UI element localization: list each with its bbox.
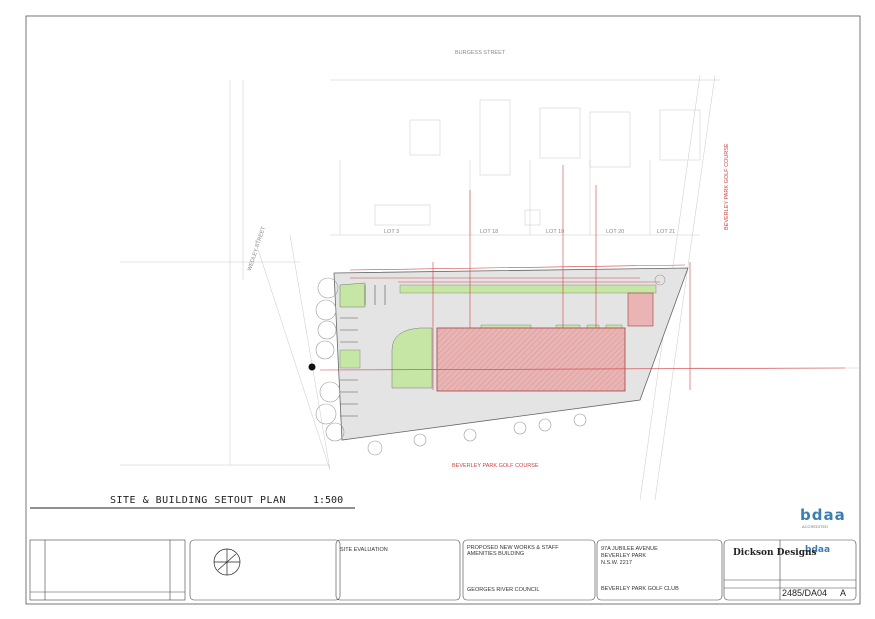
landscape-area-nw: [339, 282, 366, 308]
landscape-area-centre: [391, 327, 433, 389]
trees: [315, 274, 666, 456]
proposed-building-annex: [627, 292, 654, 327]
project-text: PROPOSED NEW WORKS & STAFF AMENITIES BUI…: [467, 545, 559, 557]
street-label-top: BURGESS STREET: [455, 50, 506, 56]
status-text: SITE EVALUATION: [340, 547, 388, 553]
lot-label: LOT 19: [546, 229, 565, 235]
drawing-number: 2485/DA04: [782, 588, 828, 598]
lot-label: LOT 20: [606, 229, 625, 235]
title-block: [29, 539, 857, 601]
client-text: GEORGES RIVER COUNCIL: [467, 587, 540, 593]
firm-logo: Dickson Designs: [733, 548, 817, 558]
parking-bays: [340, 285, 386, 417]
landscape-strip-north: [399, 284, 657, 294]
address-line-2: BEVERLEY PARK: [601, 553, 647, 559]
bdaa-logo: bdaa: [800, 506, 846, 524]
lot-label: LOT 3: [384, 229, 400, 235]
north-arrow-icon: [213, 548, 241, 576]
setout-lines: [319, 165, 846, 390]
sheet-border: [25, 15, 861, 605]
drawing-scale: 1:500: [313, 495, 344, 506]
lot-label: LOT 18: [480, 229, 499, 235]
lot-label: LOT 21: [657, 229, 676, 235]
bdaa-accredited-text: ACCREDITED: [802, 524, 829, 529]
address-line-3: N.S.W. 2217: [601, 560, 632, 566]
street-label-bottom: BEVERLEY PARK GOLF COURSE: [452, 463, 539, 469]
revision: A: [840, 588, 847, 598]
address-line-1: 97A JUBILEE AVENUE: [601, 546, 658, 552]
street-label-right: BEVERLEY PARK GOLF COURSE: [724, 143, 730, 230]
survey-marker: [308, 363, 316, 371]
bdaa-logo-small: bdaa: [805, 545, 831, 555]
landscape-strip-west: [339, 349, 361, 369]
drawing-title: SITE & BUILDING SETOUT PLAN: [110, 495, 287, 506]
site-name-text: BEVERLEY PARK GOLF CLUB: [601, 586, 679, 592]
